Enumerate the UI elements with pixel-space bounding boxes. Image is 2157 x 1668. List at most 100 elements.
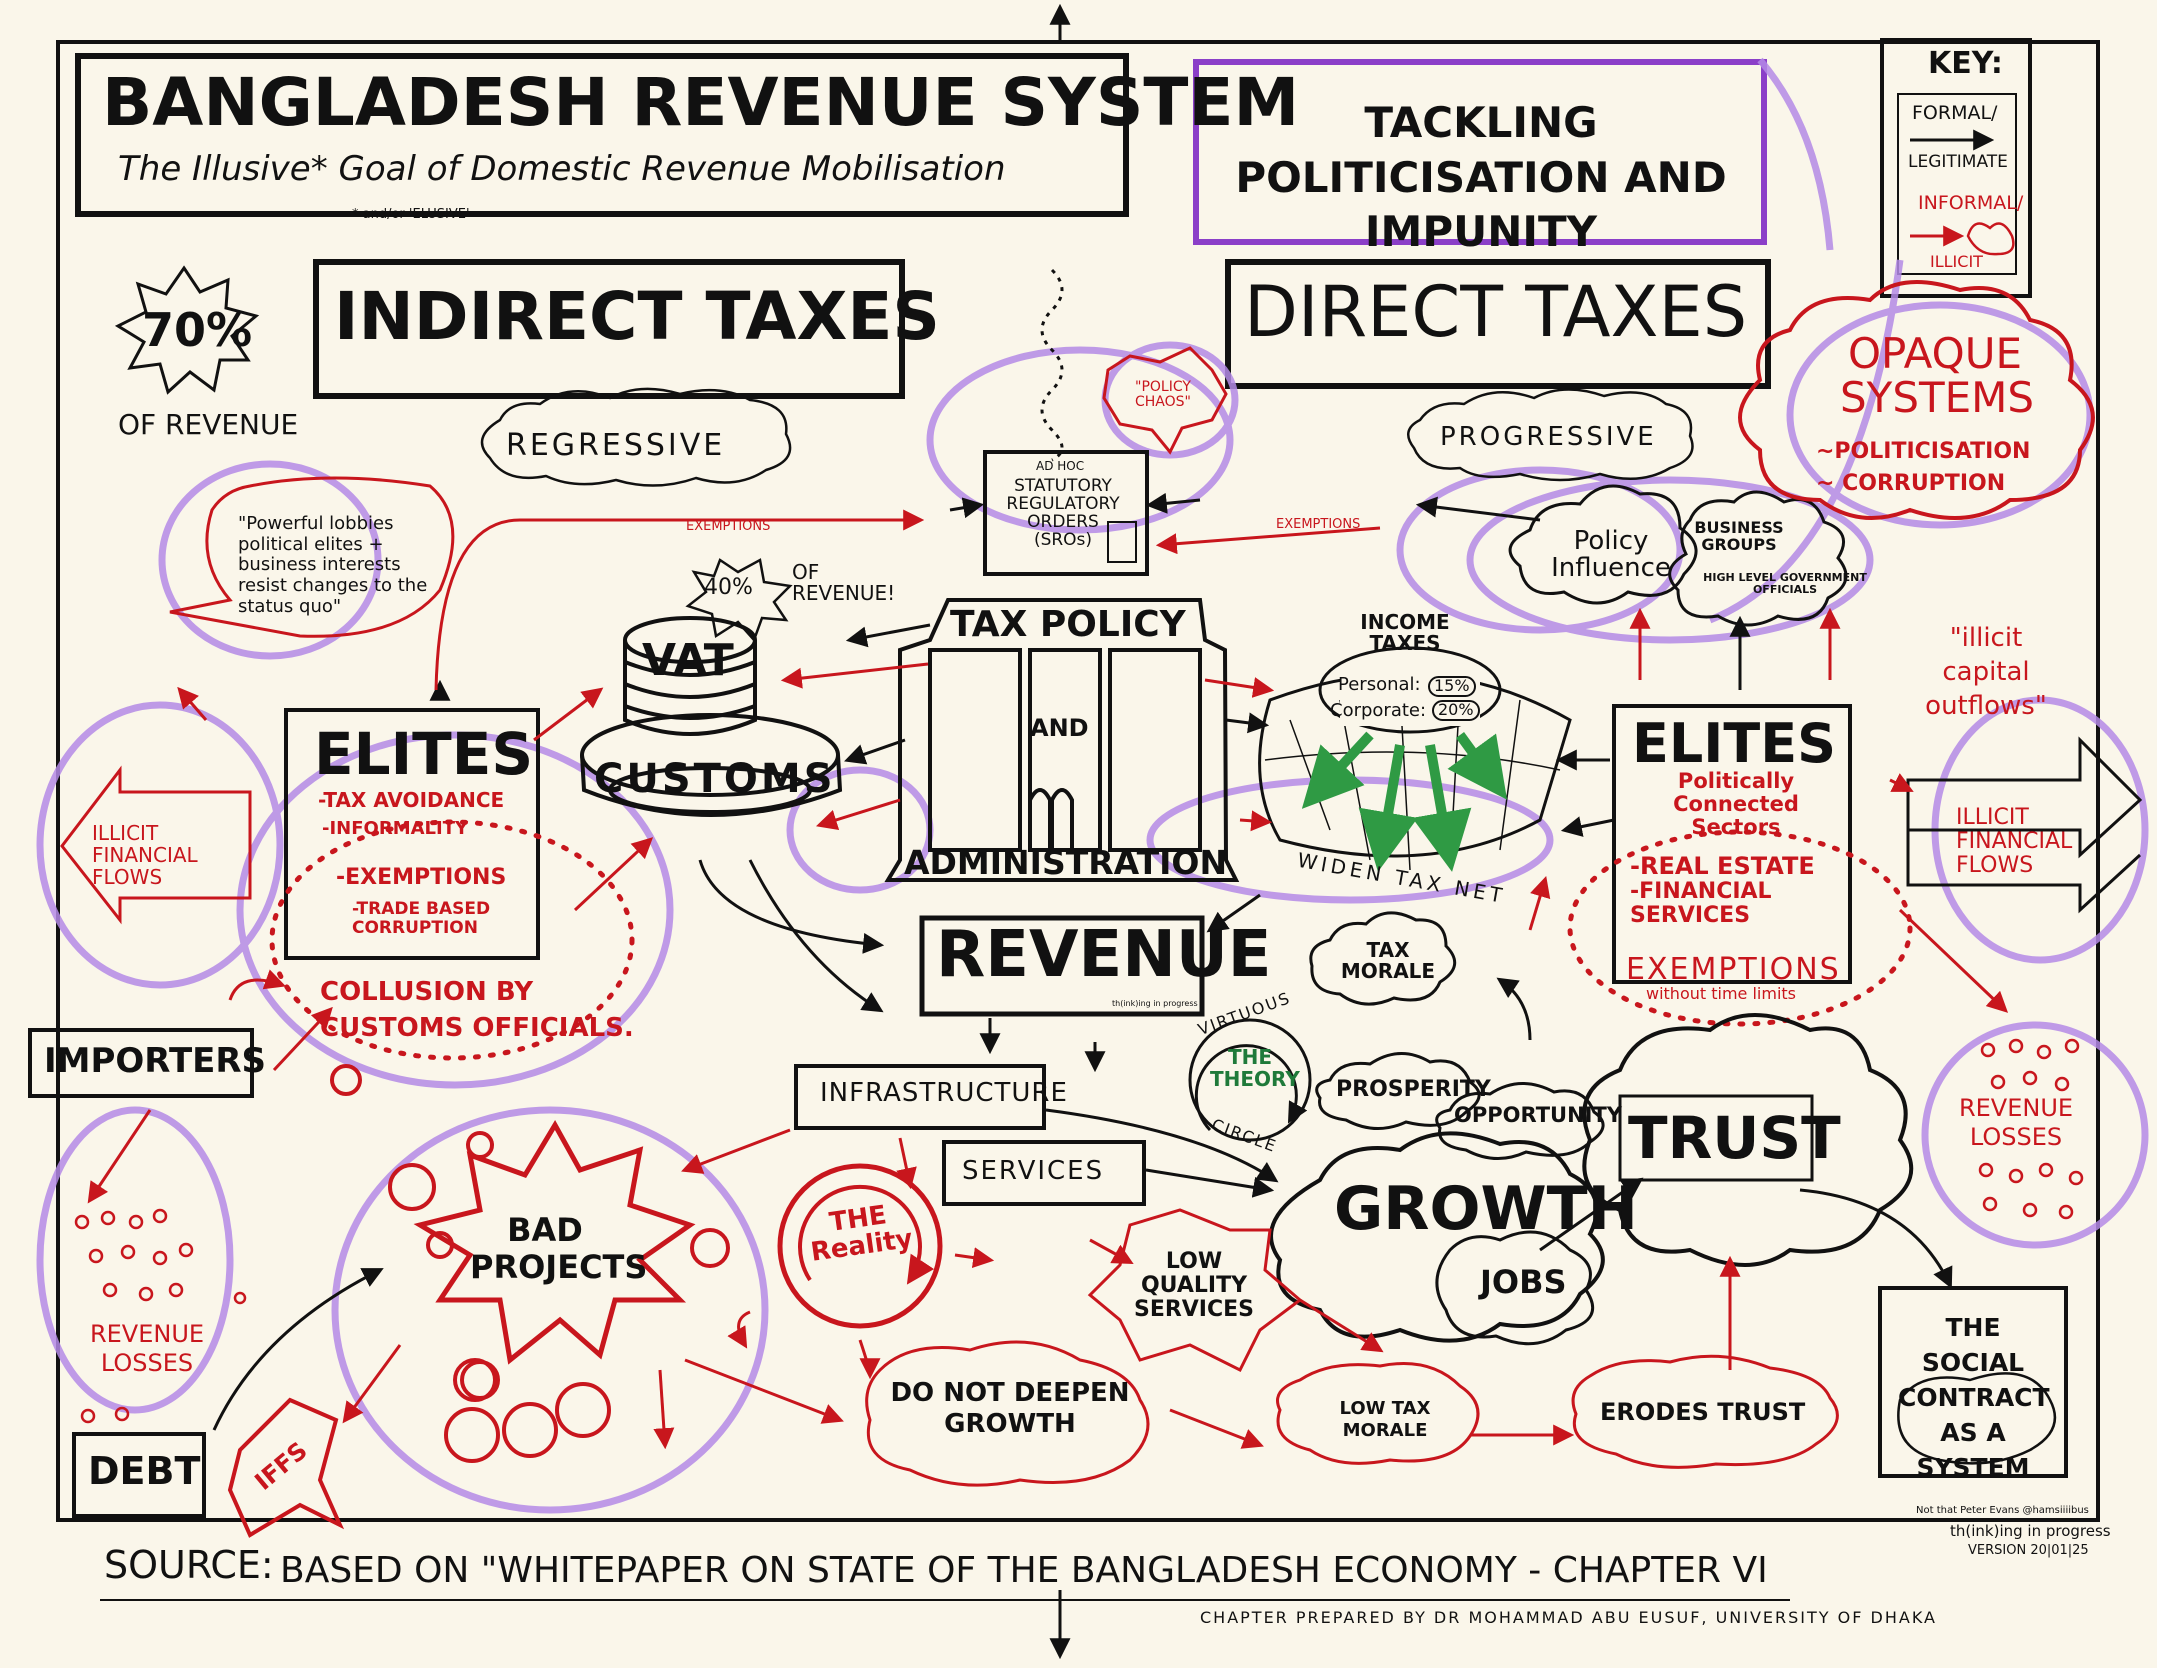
artist-credit: Not that Peter Evans @hamsiiiibus [1916,1505,2089,1516]
erodes-trust-cloud [1571,1354,1839,1469]
opaque-item-2: ~ CORRUPTION [1816,471,2006,496]
opportunity-label: OPPORTUNITY [1454,1103,1623,1127]
low-quality-label: LOW QUALITY SERVICES [1133,1249,1255,1323]
exemptions-left-label: EXEMPTIONS [686,519,771,534]
indirect-title-box [313,259,905,399]
debt-label: DEBT [88,1449,201,1493]
revenue-losses-left: REVENUE LOSSES [89,1320,205,1377]
services-box [942,1140,1146,1206]
elites-right-box [1612,704,1852,984]
services-label: SERVICES [962,1156,1105,1186]
not-deepen-cloud [865,1340,1150,1487]
opaque-systems-cloud [1738,280,2095,520]
low-morale-label: LOW TAX MORALE [1339,1398,1431,1441]
corporate-label: Corporate: [1330,700,1427,721]
source-citation: BASED ON "WHITEPAPER ON STATE OF THE BAN… [280,1550,1768,1591]
policy-influence-cloud [1508,484,1698,605]
chapter-prepared: CHAPTER PREPARED BY DR MOHAMMAD ABU EUSU… [1200,1608,1937,1627]
tax-policy-label: TAX POLICY [950,604,1186,645]
politicisation-title: TACKLING POLITICISATION AND IMPUNITY [1235,98,1727,257]
key-informal: INFORMAL/ [1918,192,2024,214]
exemptions-right-label: EXEMPTIONS [1276,517,1361,532]
iffs-burst [227,1397,345,1538]
exemptions-right-title: EXEMPTIONS [1626,952,1841,987]
low-morale-cloud [1276,1362,1480,1465]
key-formal: FORMAL/ [1912,102,1998,124]
elite-left-item-4: -TRADE BASED CORRUPTION [352,899,491,938]
tax-morale-cloud [1309,911,1457,1006]
subtitle-footnote: * and/or 'ELUSIVE' [352,207,470,222]
prosperity-label: PROSPERITY [1336,1077,1491,1102]
policy-chaos-bubble [1102,346,1228,455]
growth-cloud [1269,1131,1605,1343]
without-time-limits: without time limits [1646,984,1796,1003]
debt-box [72,1432,206,1518]
erodes-trust-label: ERODES TRUST [1600,1398,1806,1426]
and-label: AND [1030,714,1089,742]
illicit-flows-left: ILLICIT FINANCIAL FLOWS [92,821,198,889]
business-groups-cloud [1668,490,1848,627]
bad-projects-label: BAD PROJECTS [470,1211,648,1286]
illicit-flows-right: ILLICIT FINANCIAL FLOWS [1956,805,2073,879]
direct-title-box [1225,259,1771,389]
business-groups-label: BUSINESS GROUPS [1694,518,1784,554]
capital-outflows: "illicit capital outflows" [1925,623,2047,721]
social-contract-label: THE SOCIAL CONTRACT AS A SYSTEM [1898,1313,2050,1482]
elite-right-item-1: -REAL ESTATE [1630,852,1815,880]
regressive-cloud [480,387,792,487]
personal-label: Personal: [1338,674,1421,695]
revenue-box [919,915,1205,1017]
regressive-tag: REGRESSIVE [506,428,726,463]
elites-right-title: ELITES [1632,712,1837,775]
elite-left-item-3: -EXEMPTIONS [336,865,507,890]
tax-policy-building [884,598,1240,882]
infrastructure-label: INFRASTRUCTURE [820,1078,1068,1108]
opaque-systems-label: OPAQUE SYSTEMS [1840,329,2035,423]
lobbies-bubble [169,476,455,638]
seventy-percent-burst [114,265,260,395]
customs-label: CUSTOMS [594,756,836,802]
progressive-tag: PROGRESSIVE [1440,422,1657,452]
elites-left-title: ELITES [314,720,534,788]
sro-adhoc: AD HOC [1036,459,1085,473]
low-quality-burst [1087,1208,1303,1373]
revenue-label: REVENUE [936,918,1272,992]
social-contract-box [1878,1286,2068,1478]
policy-influence-label: Policy Influence [1551,526,1671,584]
key-title: KEY: [1928,46,2003,81]
trust-label: TRUST [1628,1104,1841,1172]
lobbies-quote: "Powerful lobbies political elites + bus… [238,513,428,617]
thinking-in-progress: th(ink)ing in progress [1950,1522,2111,1540]
page-subtitle: The Illusive* Goal of Domestic Revenue M… [118,149,1006,189]
key-illicit: ILLICIT [1930,252,1983,271]
vat-of-revenue: OF REVENUE! [792,560,896,605]
sro-label: STATUTORY REGULATORY ORDERS (SROs) [1006,476,1120,550]
jobs-label: JOBS [1480,1263,1567,1301]
policy-chaos-label: "POLICY CHAOS" [1135,379,1191,410]
infrastructure-box [794,1064,1046,1130]
not-deepen-label: DO NOT DEEPEN GROWTH [890,1378,1130,1440]
tax-morale-label: TAX MORALE [1340,938,1436,983]
key-box [1880,38,2032,298]
elite-right-item-2: -FINANCIAL SERVICES [1630,879,1772,929]
title-box [75,53,1129,217]
seventy-percent: 70% [142,303,253,357]
corporate-rate: 20% [1432,700,1480,721]
elite-left-item-1: -TAX AVOIDANCE [318,788,505,812]
opaque-item-1: ~POLITICISATION [1816,439,2031,464]
key-legitimate: LEGITIMATE [1908,152,2008,172]
personal-rate: 15% [1428,676,1476,697]
elites-right-sub: Politically Connected Sectors [1673,769,1799,840]
revenue-losses-right: REVENUE LOSSES [1958,1094,2074,1151]
income-taxes-label: INCOME TAXES [1360,610,1450,655]
outer-frame [56,40,2100,1522]
direct-taxes-title: DIRECT TAXES [1244,271,1748,353]
bad-projects-burst [413,1120,696,1365]
growth-label: GROWTH [1334,1174,1638,1244]
illicit-flows-right-arrow [1906,736,2143,914]
progressive-cloud [1407,388,1694,482]
illicit-flows-left-arrow [60,765,252,925]
version-label: VERSION 20|01|25 [1968,1543,2089,1558]
